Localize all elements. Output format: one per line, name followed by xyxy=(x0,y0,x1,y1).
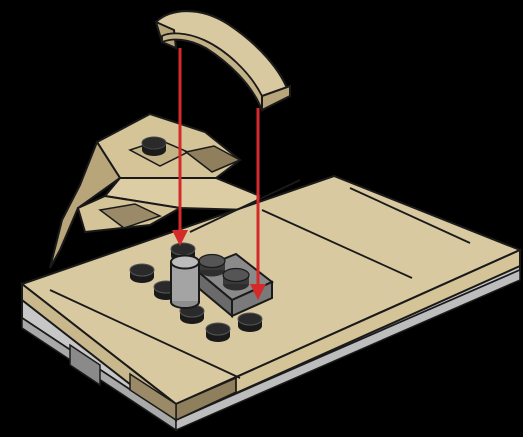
stud-icon xyxy=(142,137,166,156)
round-brick-icon xyxy=(171,256,199,309)
stud-icon xyxy=(130,264,154,283)
stud-icon xyxy=(206,323,230,342)
stud-icon xyxy=(238,313,262,332)
curved-slope-brick-icon xyxy=(156,11,290,110)
